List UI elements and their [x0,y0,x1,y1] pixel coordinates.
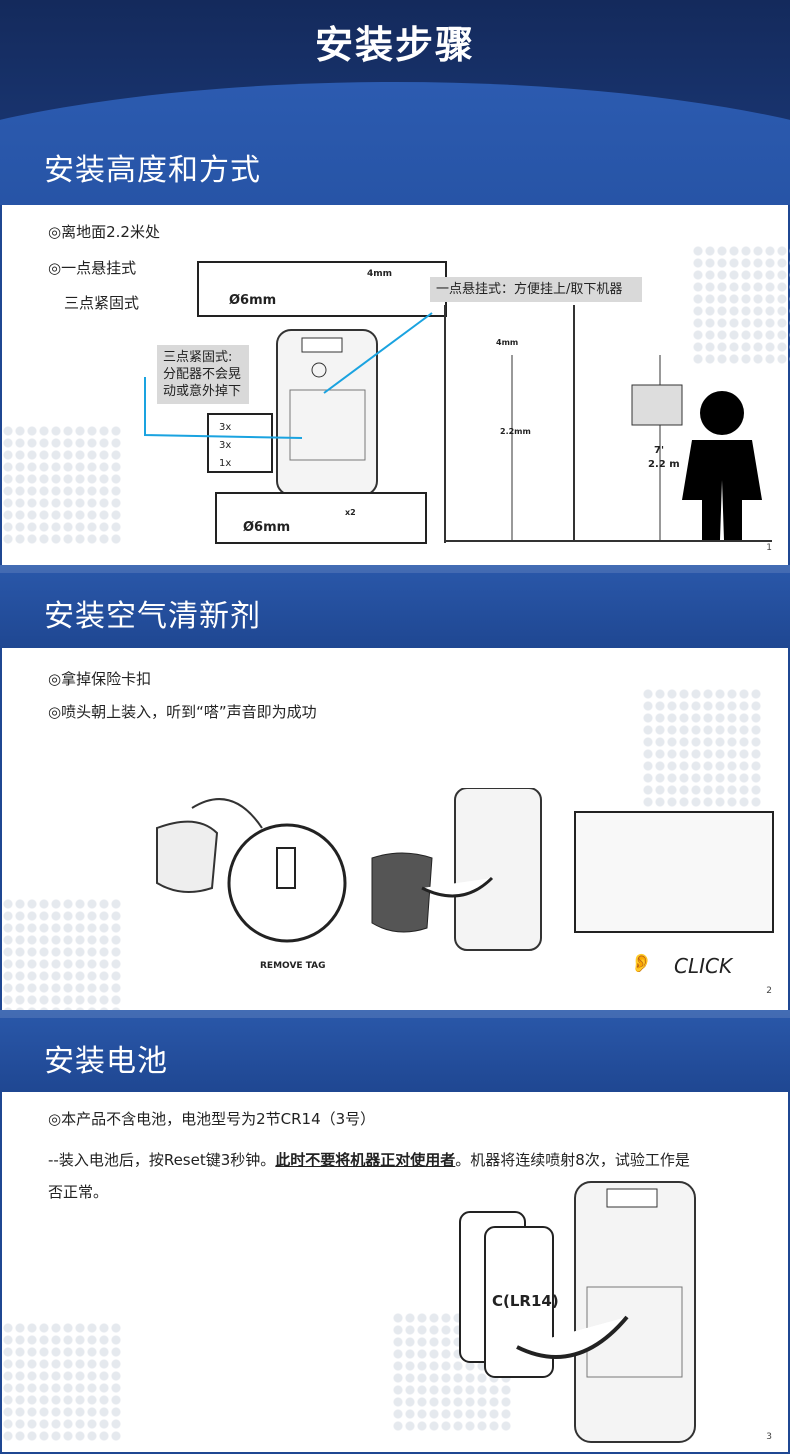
battery-label: C(LR14) [492,1292,559,1310]
section-refill: ◎拿掉保险卡扣 ◎喷头朝上装入，听到“嗒”声音即为成功 REMOVE TAG 👂… [0,648,790,1018]
bullet: ◎离地面2.2米处 [48,223,160,241]
ear-icon: 👂 [630,953,653,974]
drill-size: Ø6mm [243,520,291,535]
height-ft-label: 7' [654,445,665,456]
section-battery: ◎本产品不含电池，电池型号为2节CR14（3号） --装入电池后，按Reset键… [0,1092,790,1454]
section-header: 安装空气清新剂 [0,565,790,648]
section-title-battery: 安装电池 [44,1044,168,1079]
header: 安装步骤 安装高度和方式 [0,0,790,205]
bullet: ◎一点悬挂式 [48,259,137,277]
page-title: 安装步骤 [314,23,475,67]
callout-lines [144,312,433,439]
page-number: 3 [766,1432,772,1442]
page-number: 1 [766,543,772,553]
bullet: ◎喷头朝上装入，听到“嗒”声音即为成功 [48,703,317,721]
battery-type-text: ◎本产品不含电池，电池型号为2节CR14（3号） [48,1110,376,1128]
page-number: 2 [766,986,772,996]
insert-refill-illustration [371,788,542,951]
height-mm-label: 2.2mm [500,427,531,436]
bottom-tools-box: Ø6mm x2 [215,492,427,544]
top-tools-box: Ø6mm 4mm [197,261,447,317]
wall-height-diagram [444,305,772,543]
section-title-refill: 安装空气清新剂 [44,599,261,634]
gap-label: 4mm [367,269,393,279]
bullet: ◎拿掉保险卡扣 [48,670,152,688]
battery-install-illustration [459,1181,696,1443]
section-height-mounting: ◎离地面2.2米处 ◎一点悬挂式 三点紧固式 Ø6mm 4mm 一点悬挂式：方便… [0,205,790,565]
quantity: x2 [345,508,356,517]
remove-tag-label: REMOVE TAG [260,961,326,971]
wall-gap-label: 4mm [496,338,519,347]
reset-instruction: --装入电池后，按Reset键3秒钟。此时不要将机器正对使用者。机器将连续喷射8… [48,1151,690,1201]
bullet: 三点紧固式 [64,294,140,312]
section-header: 安装电池 [0,1010,790,1092]
callout-three-point: 三点紧固式:分配器不会晃动或意外掉下 [157,345,249,404]
height-m-label: 2.2 m [648,459,680,470]
callout-one-point: 一点悬挂式：方便挂上/取下机器 [430,277,642,302]
drill-size: Ø6mm [229,293,277,308]
click-detail-illustration [574,811,774,933]
remove-tag-illustration [156,798,347,943]
section-title-height: 安装高度和方式 [44,153,261,188]
click-label: CLICK [674,954,733,978]
